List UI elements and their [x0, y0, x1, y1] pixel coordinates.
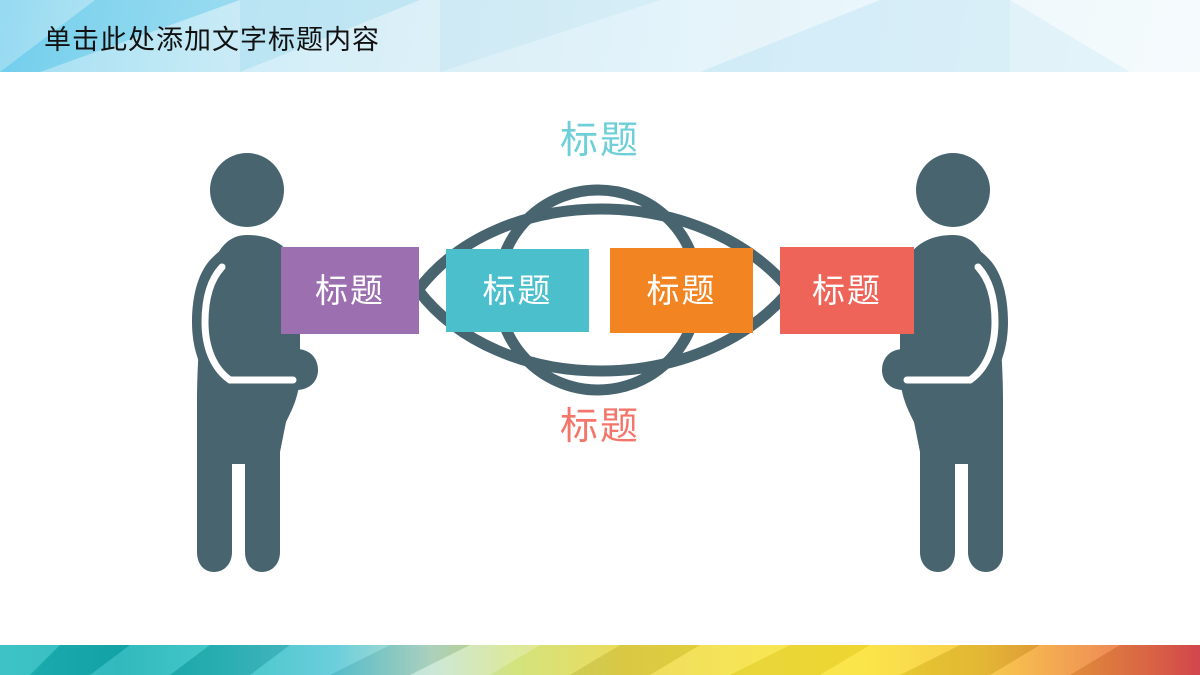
person-right-icon [882, 153, 1008, 572]
caption-bottom: 标题 [559, 406, 640, 448]
footer-band [0, 645, 1200, 675]
label-box-orange[interactable]: 标题 [610, 248, 753, 333]
page-title: 单击此处添加文字标题内容 [44, 25, 380, 55]
caption-top: 标题 [559, 120, 640, 162]
person-right-arm-highlight [966, 263, 999, 384]
person-left-arm-highlight [201, 263, 234, 384]
label-box-purple[interactable]: 标题 [281, 247, 419, 334]
label-box-red[interactable]: 标题 [780, 247, 914, 334]
diagram-stage: 标题 标题 标题 标题 标题 标题 [0, 72, 1200, 645]
footer-polygon-facets [0, 645, 1200, 675]
label-box-teal[interactable]: 标题 [446, 249, 589, 332]
header-band: 单击此处添加文字标题内容 [0, 0, 1200, 72]
person-left-icon [192, 153, 318, 572]
header-polygon-facets [0, 0, 1200, 72]
